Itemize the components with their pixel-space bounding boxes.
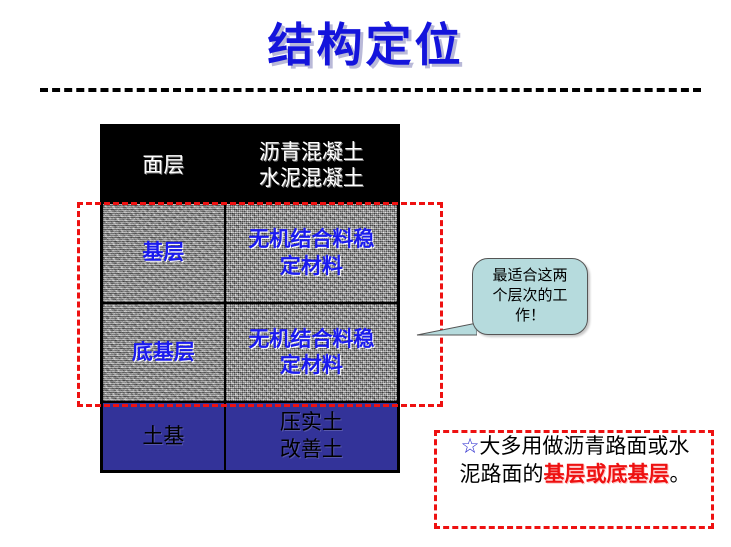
material-line: 沥青混凝土 — [258, 140, 364, 164]
table-row: 面层 沥青混凝土 水泥混凝土 — [101, 125, 399, 204]
note-highlight-text: 基层或底基层 — [543, 462, 670, 487]
pavement-structure-table: 面层 沥青混凝土 水泥混凝土 基层 无机结合料稳 定材料 底基层 无机结合料稳 … — [100, 124, 400, 473]
star-icon: ☆ — [460, 434, 480, 458]
material-line: 无机结合料稳 — [248, 326, 375, 351]
note-box — [434, 430, 714, 529]
layer-name-subbase-course: 底基层 — [101, 301, 225, 402]
title-divider — [40, 88, 701, 92]
page-title: 结构定位 — [267, 18, 464, 72]
layer-materials-subbase-course: 无机结合料稳 定材料 — [223, 301, 399, 402]
layer-name-base-course: 基层 — [101, 203, 225, 303]
material-line: 无机结合料稳 — [248, 227, 375, 252]
layer-materials-base-course: 无机结合料稳 定材料 — [223, 203, 399, 303]
material-line: 改善土 — [279, 437, 343, 462]
material-line: 水泥混凝土 — [258, 166, 364, 191]
callout-line: 作！ — [514, 305, 545, 324]
callout-line: 个层次的工 — [492, 285, 568, 304]
layer-materials-surface-course: 沥青混凝土 水泥混凝土 — [223, 125, 399, 204]
layer-name-subgrade: 土基 — [101, 400, 225, 472]
note-line-2: 泥路面的基层或底基层。 — [434, 460, 716, 488]
note-line-1-text: 大多用做沥青路面或水 — [479, 434, 690, 458]
callout-line: 最适合这两 — [492, 266, 568, 284]
material-line: 压实土 — [279, 409, 343, 434]
callout-tail-icon — [416, 305, 477, 336]
material-line: 定材料 — [279, 253, 343, 278]
layer-materials-subgrade: 压实土 改善土 — [223, 400, 399, 472]
callout-bubble: 最适合这两 个层次的工 作！ — [472, 258, 588, 335]
note-line-2-text: 泥路面的 — [459, 462, 544, 487]
material-line: 定材料 — [279, 353, 343, 377]
note-period: 。 — [669, 462, 691, 487]
layer-name-surface-course: 面层 — [101, 125, 225, 204]
table-row: 底基层 无机结合料稳 定材料 — [101, 301, 399, 402]
table-row: 土基 压实土 改善土 — [101, 400, 399, 472]
note-text: ☆大多用做沥青路面或水 泥路面的基层或底基层。 — [434, 432, 716, 489]
note-line-1: ☆大多用做沥青路面或水 — [434, 432, 716, 460]
table-row: 基层 无机结合料稳 定材料 — [101, 203, 399, 303]
